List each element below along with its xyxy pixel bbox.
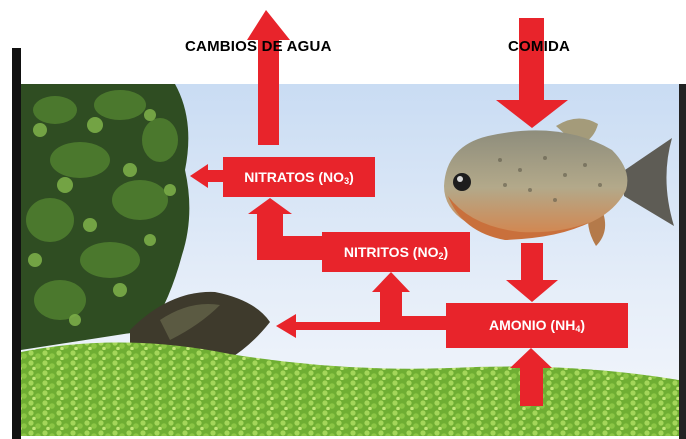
water-changes-label: CAMBIOS DE AGUA	[185, 38, 332, 55]
tank-frame-right	[679, 84, 686, 439]
nitrites-label: NITRITOS (NO2)	[344, 244, 448, 261]
nitrates-label: NITRATOS (NO3)	[244, 169, 354, 186]
nitrates-box: NITRATOS (NO3)	[223, 157, 375, 197]
tank-frame-left	[12, 48, 21, 439]
nitrites-box: NITRITOS (NO2)	[322, 232, 470, 272]
ammonia-label: AMONIO (NH4)	[489, 317, 585, 334]
ammonia-box: AMONIO (NH4)	[446, 303, 628, 348]
food-label: COMIDA	[508, 38, 570, 55]
